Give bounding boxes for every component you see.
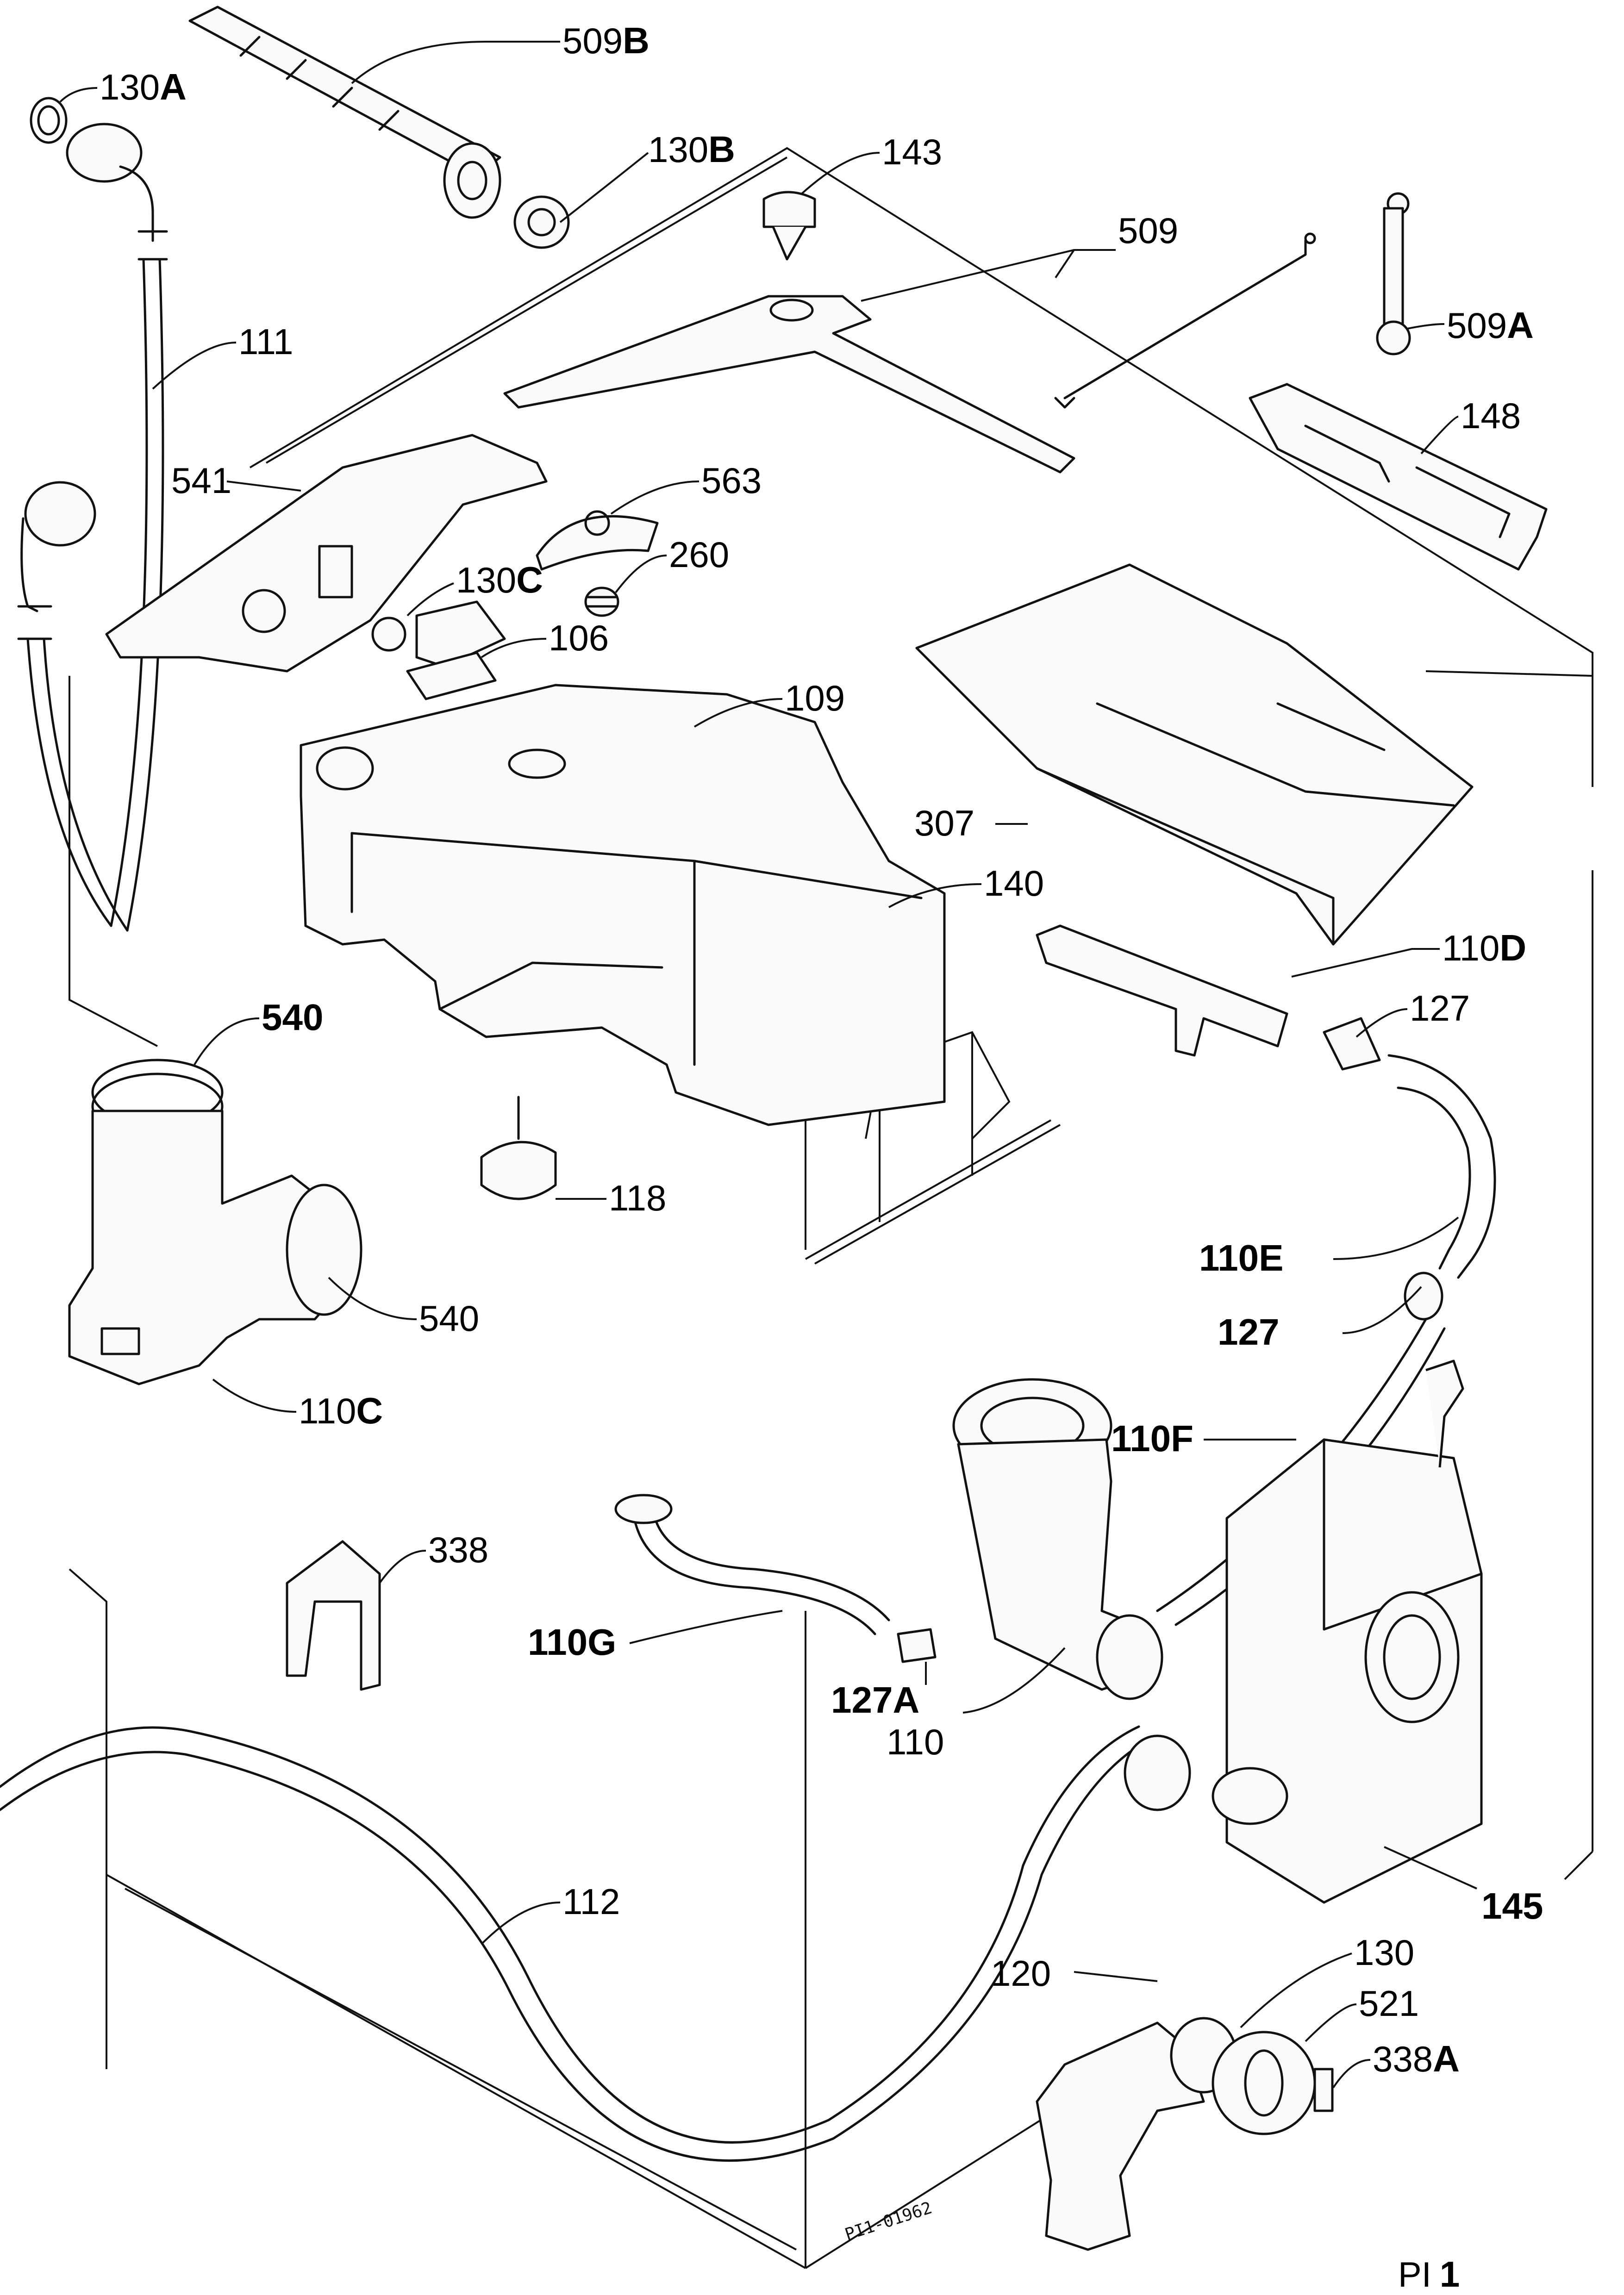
cabinet-outline xyxy=(69,147,1593,2269)
part-label-111: 111 xyxy=(238,321,294,362)
part-label-140: 140 xyxy=(984,863,1044,904)
part-label-127-bottom: 127 xyxy=(1218,1311,1279,1353)
part-label-109: 109 xyxy=(785,678,845,718)
part-label-130: 130 xyxy=(1354,1932,1414,1973)
part-label-110e: 110E xyxy=(1199,1237,1283,1278)
lever-509 xyxy=(503,232,1316,474)
part-label-118: 118 xyxy=(609,1178,666,1218)
part-label-540-top: 540 xyxy=(262,997,323,1038)
detergent-flap-148 xyxy=(1249,383,1548,571)
part-label-540-bottom: 540 xyxy=(419,1298,479,1339)
part-label-338: 338 xyxy=(428,1529,488,1570)
part-label-563: 563 xyxy=(701,460,762,501)
part-label-338a: 338A xyxy=(1373,2038,1460,2079)
part-label-110g: 110G xyxy=(528,1621,616,1663)
knob-143 xyxy=(762,191,816,261)
pump-filter-118 xyxy=(480,1096,557,1200)
filter-120-130-521-338a xyxy=(1036,2017,1334,2251)
spring-260 xyxy=(584,586,619,617)
part-label-110d: 110D xyxy=(1442,927,1526,968)
dispenser-body-109-140 xyxy=(300,684,946,1126)
part-label-509: 509 xyxy=(1118,210,1178,251)
part-label-130a: 130A xyxy=(100,66,187,107)
part-label-143: 143 xyxy=(882,131,942,172)
part-label-112: 112 xyxy=(562,1881,620,1922)
leader-lines xyxy=(59,41,1477,2089)
hose-110g-127a xyxy=(614,1494,937,1663)
part-label-130c: 130C xyxy=(456,559,543,600)
part-label-145: 145 xyxy=(1481,1885,1543,1927)
inlet-pipe-509b xyxy=(188,6,501,219)
part-label-130b: 130B xyxy=(648,129,735,170)
part-label-509a: 509A xyxy=(1447,305,1534,346)
bellows-540-110c xyxy=(68,1059,362,1385)
link-509a xyxy=(1376,192,1411,355)
part-label-106: 106 xyxy=(549,617,609,658)
part-label-307: 307 xyxy=(914,803,974,843)
drawing-stamp: PI1-01962 xyxy=(843,2198,934,2244)
drain-pump-145 xyxy=(1212,1360,1483,1904)
seal-130a xyxy=(30,97,68,144)
part-label-120: 120 xyxy=(991,1953,1051,1994)
drain-hose-112 xyxy=(0,1725,1191,2162)
cam-563 xyxy=(536,510,659,571)
fill-hose-111 xyxy=(17,123,168,932)
part-label-110f: 110F xyxy=(1111,1418,1193,1459)
bracket-541 xyxy=(105,434,548,673)
part-labels: 509B 130A 130B 143 509 509A 111 148 541 … xyxy=(100,20,1543,2079)
part-label-541: 541 xyxy=(171,460,231,501)
part-label-148: 148 xyxy=(1461,395,1521,436)
clip-338 xyxy=(286,1540,381,1691)
part-label-509b: 509B xyxy=(562,20,650,61)
part-label-110: 110 xyxy=(887,1721,944,1762)
sump-hose-110 xyxy=(952,1378,1163,1700)
part-label-110c: 110C xyxy=(299,1390,383,1431)
nut-130b xyxy=(513,195,570,249)
nozzle-130c-106 xyxy=(371,600,506,700)
part-label-521: 521 xyxy=(1359,1983,1419,2024)
part-label-260: 260 xyxy=(669,534,729,575)
part-label-127-top: 127 xyxy=(1410,988,1470,1029)
drawer-307 xyxy=(915,563,1474,946)
part-label-127A: 127A xyxy=(831,1679,919,1721)
hose-110d-110e xyxy=(1036,924,1496,1279)
